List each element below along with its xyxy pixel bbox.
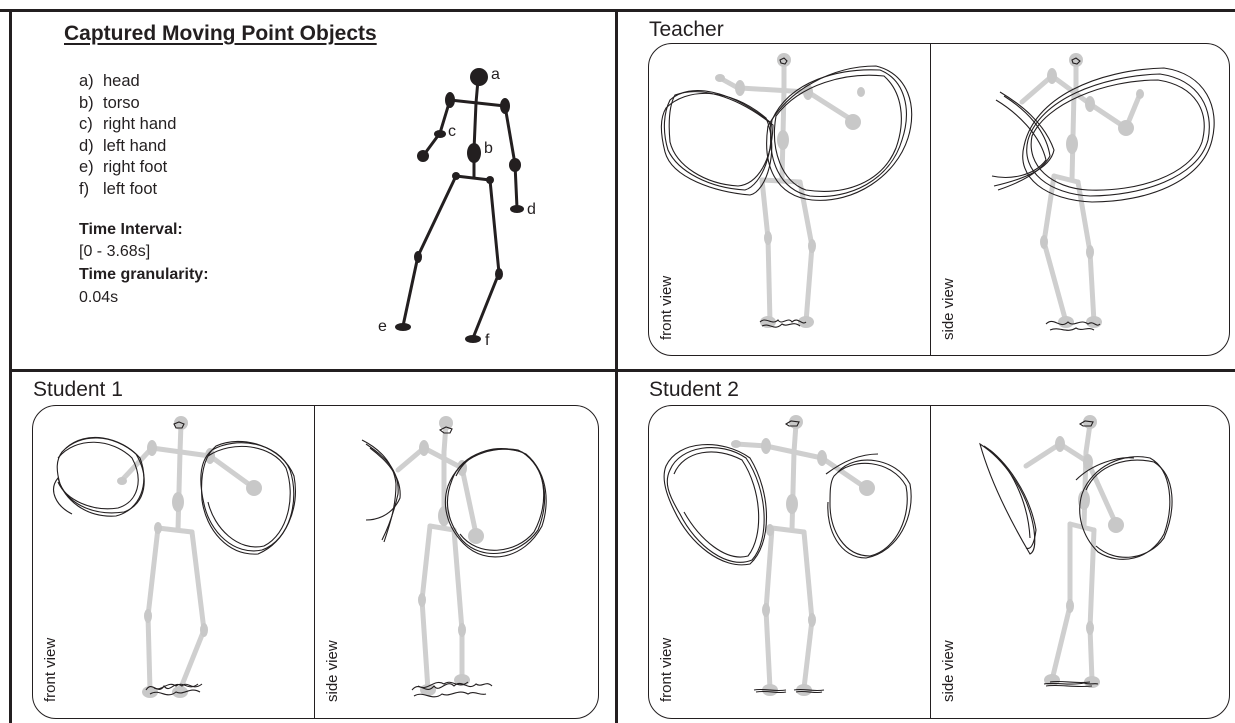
time-granularity-label: Time granularity:: [79, 266, 209, 283]
student1-side-view: [361, 416, 547, 698]
point-label-b: b: [484, 140, 493, 157]
grid-border-top: [0, 9, 1235, 12]
time-interval-value: [0 - 3.68s]: [79, 243, 151, 260]
list-item: a)head: [79, 72, 140, 90]
point-label-e: e: [378, 318, 387, 335]
list-item: e)right foot: [79, 158, 168, 177]
skeleton-diagram: a b c d e f: [378, 66, 536, 349]
point-label-a: a: [491, 66, 500, 83]
body-part-list: a)head b)torso c)right hand d)left hand …: [79, 71, 176, 201]
legend-title: Captured Moving Point Objects: [64, 22, 377, 45]
teacher-panel: [648, 43, 1230, 356]
student2-view-divider: [930, 406, 932, 718]
student1-view-divider: [314, 406, 316, 718]
time-interval-label: Time Interval:: [79, 221, 183, 238]
student2-side-view: [979, 415, 1173, 688]
grid-border-left: [9, 9, 12, 723]
point-label-d: d: [527, 201, 536, 218]
point-label-c: c: [448, 123, 456, 140]
list-item: b)torso: [79, 93, 140, 112]
teacher-view-divider: [930, 44, 932, 355]
point-label-f: f: [485, 332, 490, 349]
list-item: f)left foot: [79, 179, 158, 198]
teacher-side-view: [991, 53, 1215, 331]
time-granularity-value: 0.04s: [79, 289, 119, 306]
list-item: d)left hand: [79, 136, 167, 155]
student1-front-view: [53, 416, 296, 698]
teacher-front-view: [660, 53, 913, 328]
grid-divider-vertical: [615, 9, 618, 723]
teacher-title: Teacher: [649, 18, 724, 41]
student1-title: Student 1: [33, 378, 123, 401]
list-item: c)right hand: [79, 115, 177, 134]
grid-divider-horizontal: [9, 369, 1235, 372]
student1-panel: [32, 405, 599, 719]
student2-front-view: [663, 415, 912, 696]
student2-title: Student 2: [649, 378, 739, 401]
